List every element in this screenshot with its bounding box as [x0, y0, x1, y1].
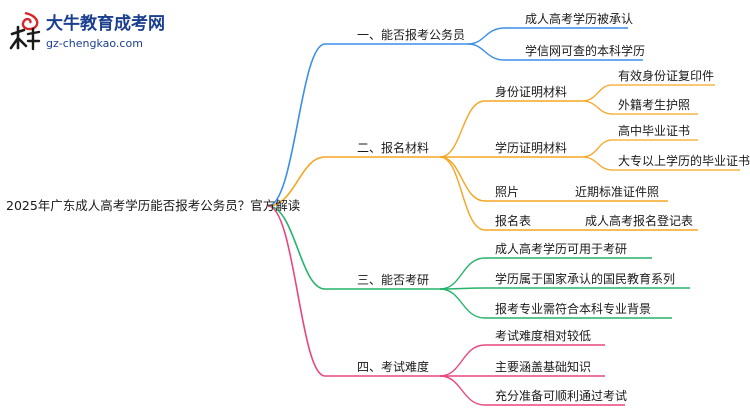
link-root-branch-4: [267, 205, 326, 377]
leaf-node[interactable]: 主要涵盖基础知识: [495, 360, 592, 374]
branch-node-difficulty[interactable]: 四、考试难度: [357, 360, 430, 374]
sub-node-photo[interactable]: 照片: [495, 185, 520, 199]
link-b2-c2-g1: [581, 139, 613, 158]
leaf-node[interactable]: 学历属于国家承认的国民教育系列: [495, 272, 676, 286]
link-b2-c3: [439, 156, 486, 202]
logo-mark-icon: [9, 12, 41, 51]
link-b1-c1: [467, 27, 506, 45]
leaf-node[interactable]: 考试难度相对较低: [495, 329, 592, 343]
link-root-branch-2: [267, 156, 326, 207]
link-b2-c4: [439, 156, 486, 231]
link-root-branch-1: [267, 43, 326, 207]
link-b4-c1: [439, 344, 486, 377]
logo-site-name: 大牛教育成考网: [46, 14, 165, 34]
site-logo[interactable]: 大牛教育成考网 gz-chengkao.com: [8, 12, 198, 56]
link-b2-c2-g2: [581, 156, 613, 171]
leaf-node[interactable]: 成人高考报名登记表: [585, 214, 694, 228]
leaf-node[interactable]: 报考专业需符合本科专业背景: [495, 302, 652, 316]
sub-node-form[interactable]: 报名表: [495, 214, 532, 228]
link-b4-c3: [439, 375, 486, 406]
leaf-node[interactable]: 外籍考生护照: [618, 98, 691, 112]
link-b2-c1: [439, 100, 486, 158]
leaf-node[interactable]: 有效身份证复印件: [618, 69, 715, 83]
leaf-node[interactable]: 高中毕业证书: [618, 124, 691, 138]
branch-node-postgrad[interactable]: 三、能否考研: [357, 273, 430, 287]
link-b3-c1: [439, 257, 486, 290]
sub-node-edu-docs[interactable]: 学历证明材料: [495, 141, 568, 155]
logo-site-url: gz-chengkao.com: [46, 37, 143, 50]
leaf-node[interactable]: 大专以上学历的毕业证书: [618, 154, 750, 168]
link-b2-c1-g2: [581, 100, 613, 115]
leaf-node[interactable]: 学信网可查的本科学历: [525, 44, 646, 58]
leaf-node[interactable]: 成人高考学历可用于考研: [495, 242, 628, 256]
link-b2-c1-g1: [581, 84, 613, 102]
leaf-node[interactable]: 充分准备可顺利通过考试: [495, 389, 628, 403]
root-node[interactable]: 2025年广东成人高考学历能否报考公务员？官方解读: [6, 198, 301, 213]
link-b3-c3: [439, 288, 486, 319]
branch-node-materials[interactable]: 二、报名材料: [357, 141, 430, 155]
link-root-branch-3: [267, 205, 326, 290]
branch-node-eligibility[interactable]: 一、能否报考公务员: [357, 28, 466, 42]
leaf-node[interactable]: 成人高考学历被承认: [525, 12, 634, 26]
sub-node-id-docs[interactable]: 身份证明材料: [495, 85, 568, 99]
leaf-node[interactable]: 近期标准证件照: [575, 185, 660, 199]
link-b1-c2: [467, 43, 506, 61]
